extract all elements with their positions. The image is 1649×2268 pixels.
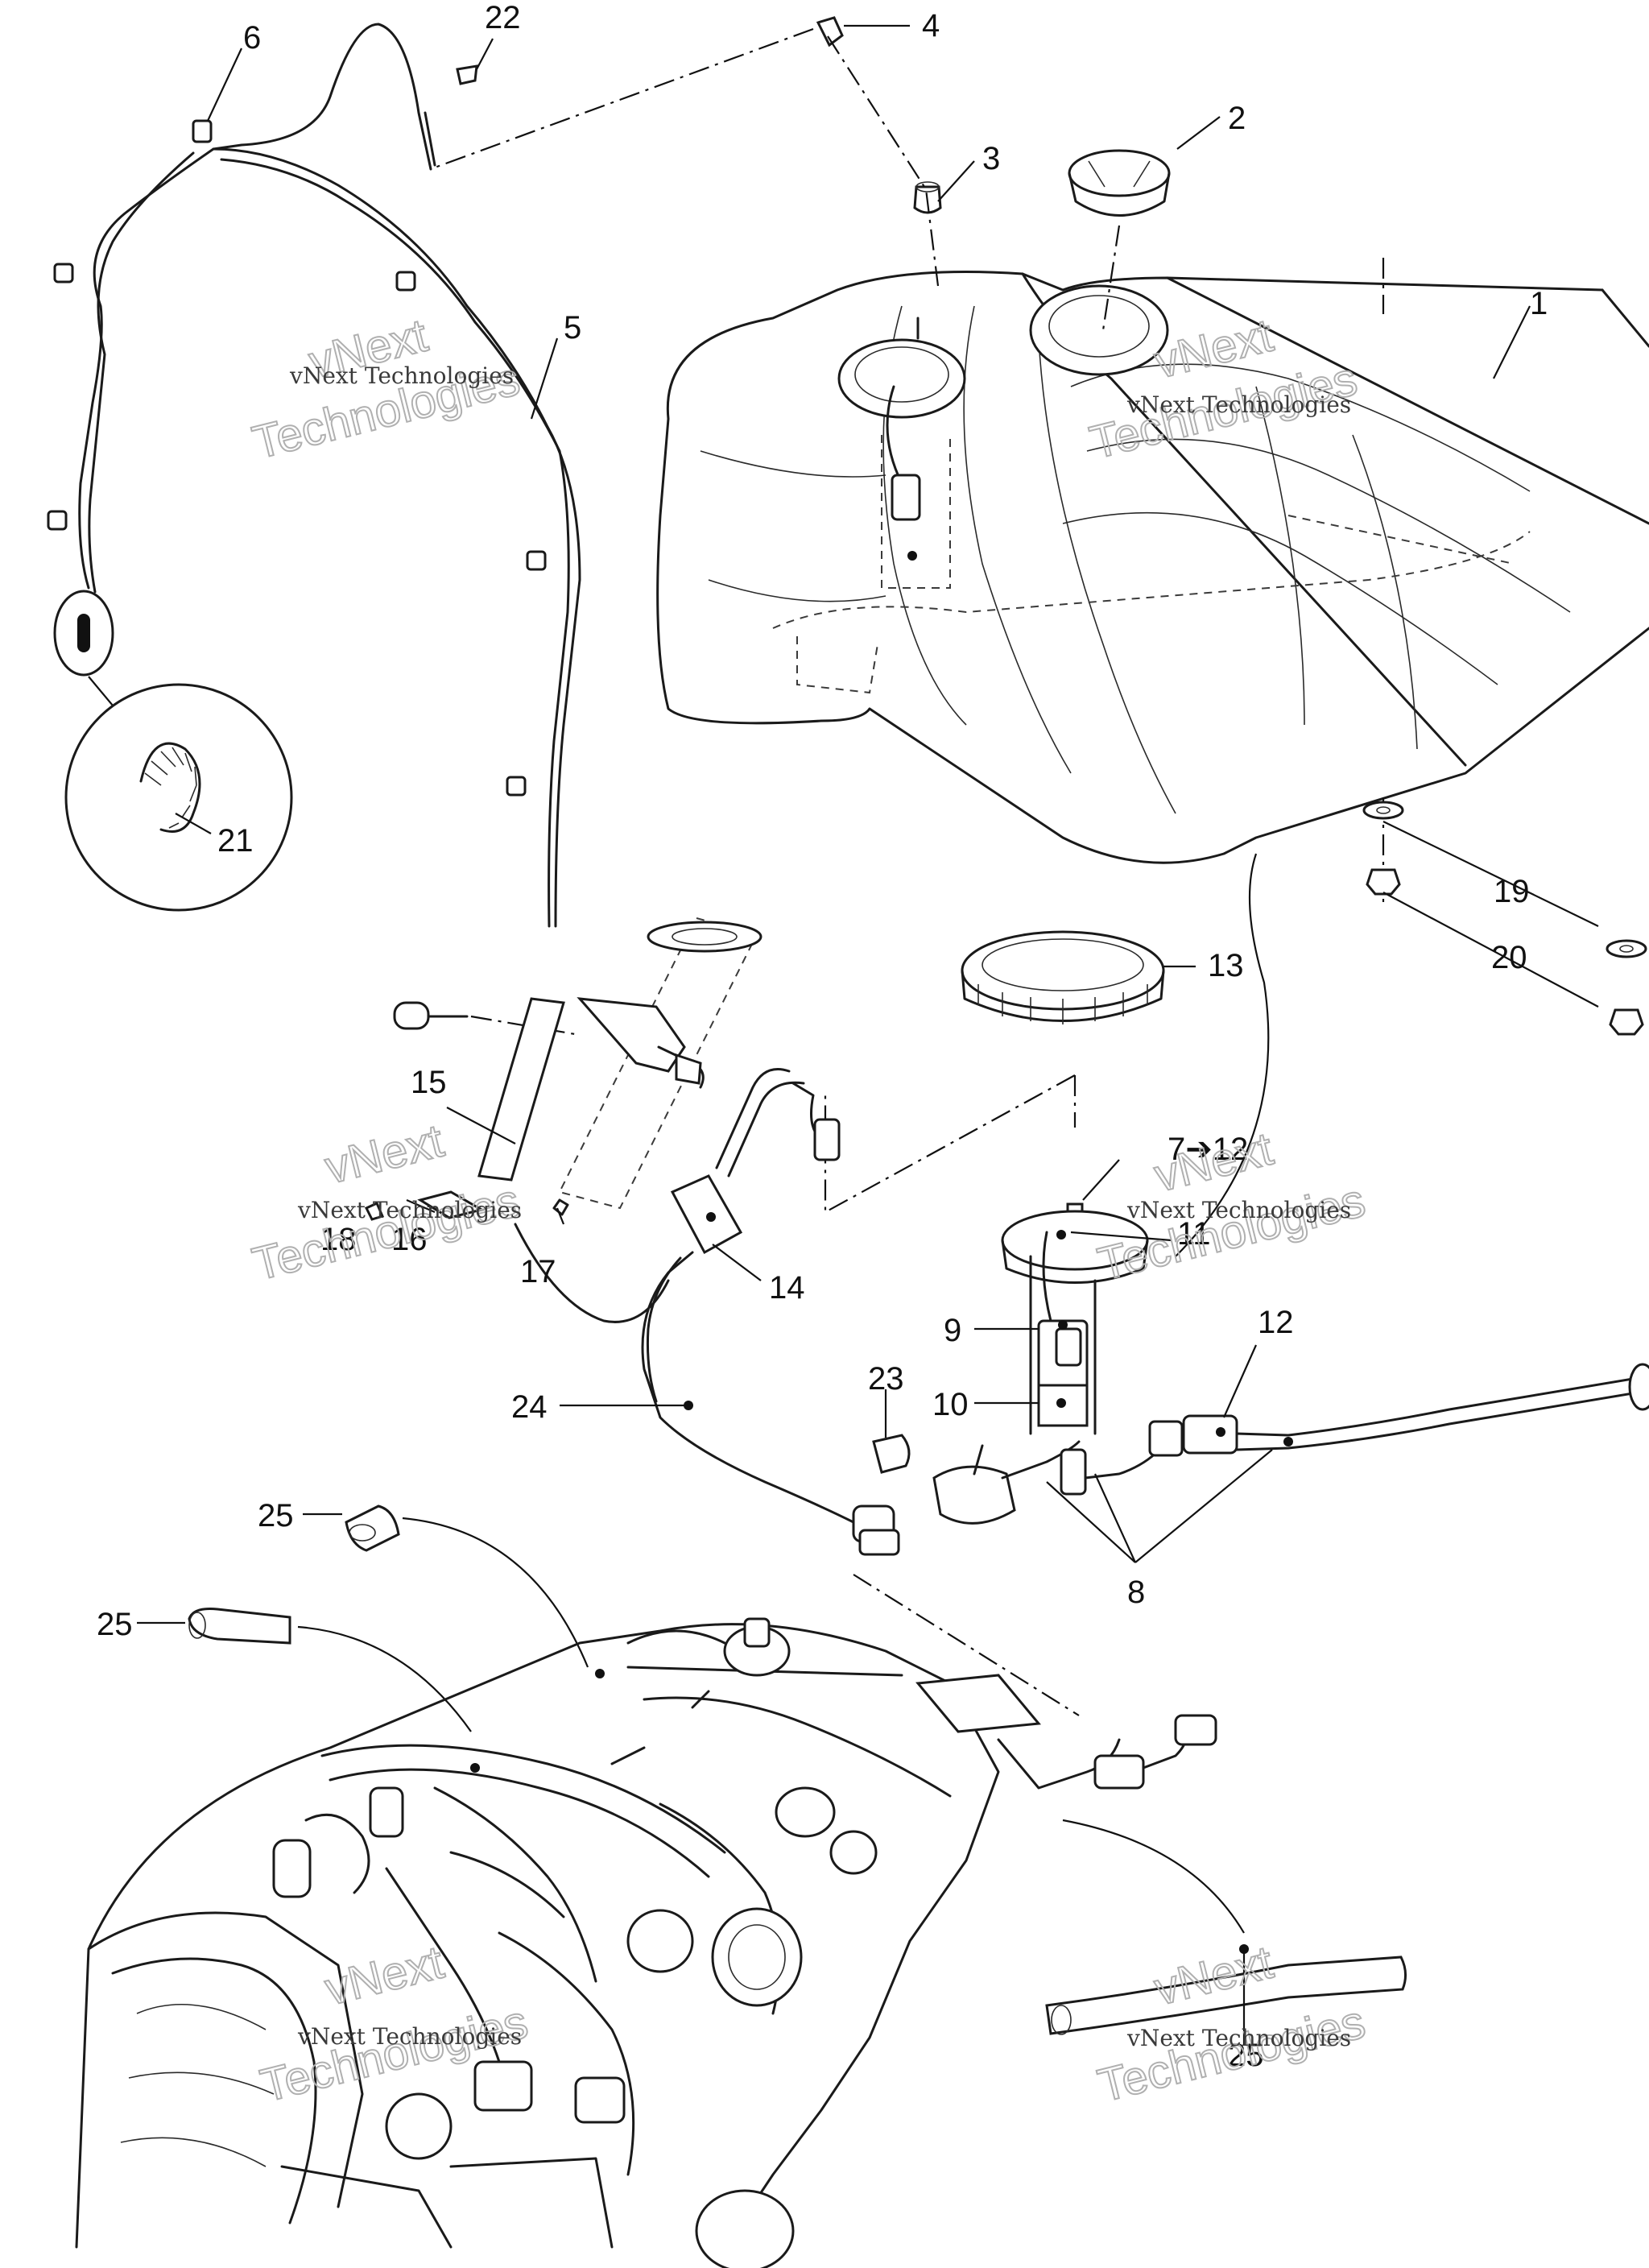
watermark-6-text: vNext Technologies [1126, 2025, 1351, 2051]
pump-bracket-assembly [364, 917, 763, 1323]
callout-25a: 25 [258, 1498, 294, 1533]
hose-clamp-23 [872, 1434, 911, 1474]
vent-axis-line-2 [434, 27, 814, 169]
hose-25-leader-c [1062, 1819, 1245, 1934]
callout-9: 9 [944, 1313, 961, 1348]
clip-22 [456, 64, 478, 85]
watermark-3-text: vNext Technologies [297, 1197, 522, 1223]
callout-11: 11 [1177, 1216, 1211, 1252]
vent-axis-line [827, 35, 940, 287]
fuel-pump-module [824, 1074, 1649, 1525]
leader-lines [137, 24, 1599, 2046]
callout-1: 1 [1530, 286, 1548, 321]
callout-7-12: 7➔12 [1168, 1132, 1248, 1167]
callout-23: 23 [868, 1361, 904, 1397]
callout-20: 20 [1491, 940, 1527, 975]
lock-ring [961, 930, 1165, 1024]
watermark-3-big-top: vNext [320, 1115, 448, 1194]
fuel-cap [1068, 149, 1171, 331]
callout-15: 15 [411, 1065, 447, 1100]
vent-hoses [78, 23, 581, 928]
fuel-line-assembly [641, 1068, 900, 1556]
watermark-3: vNext Technologies vNext Technologies [246, 1114, 525, 1292]
coolant-hose-25b [188, 1608, 291, 1645]
callout-13: 13 [1208, 948, 1244, 983]
watermark-1-text: vNext Technologies [289, 362, 514, 389]
watermark-5-big-top: vNext [320, 1936, 448, 2016]
callout-5: 5 [564, 310, 581, 346]
coolant-hose-25c [1045, 1956, 1407, 2035]
callout-14: 14 [769, 1270, 805, 1306]
detail-view-21 [53, 590, 293, 912]
watermark-4-big-bottom: Technologies [1093, 1174, 1370, 1291]
watermark-4-text: vNext Technologies [1126, 1197, 1351, 1223]
watermark-2-text: vNext Technologies [1126, 391, 1351, 418]
callout-17: 17 [520, 1254, 556, 1289]
callout-3: 3 [982, 141, 1000, 176]
callout-16: 16 [391, 1222, 428, 1257]
fuel-tank [656, 271, 1649, 864]
callout-18: 18 [320, 1222, 357, 1257]
vent-elbow-fitting [816, 16, 844, 48]
callout-8: 8 [1127, 1575, 1145, 1610]
callout-24: 24 [511, 1389, 548, 1425]
callout-21: 21 [217, 823, 254, 859]
callout-6: 6 [243, 20, 261, 56]
washers-and-nuts [1362, 258, 1647, 1036]
callout-25c: 25 [1228, 2038, 1264, 2073]
callout-4: 4 [922, 8, 940, 43]
coolant-hose-25a [345, 1504, 400, 1552]
watermark-3-big-bottom: Technologies [247, 1174, 524, 1291]
callout-labels: 1 2 3 4 5 6 22 21 19 20 13 7➔12 11 9 10 … [97, 0, 1548, 2073]
hose-clips [47, 119, 547, 797]
callout-19: 19 [1494, 874, 1530, 909]
callout-2: 2 [1228, 101, 1246, 136]
callout-25b: 25 [97, 1607, 133, 1642]
hose-25-leader-b [297, 1625, 472, 1732]
callout-22: 22 [485, 0, 521, 35]
hose-25-leader-a [402, 1517, 589, 1668]
callout-12: 12 [1258, 1305, 1294, 1340]
engine-assembly [75, 1574, 1249, 2268]
watermark-5-text: vNext Technologies [297, 2023, 522, 2050]
callout-10: 10 [932, 1387, 969, 1422]
watermark-4: vNext Technologies vNext Technologies [1092, 1122, 1370, 1292]
